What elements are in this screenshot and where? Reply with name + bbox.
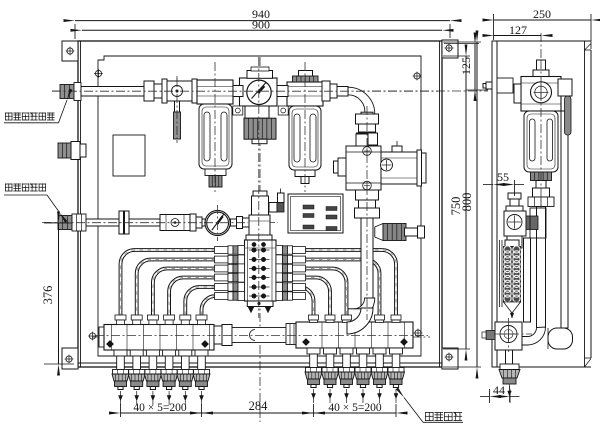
svg-text:800: 800	[460, 193, 474, 212]
svg-text:127: 127	[509, 23, 527, 37]
svg-text:44: 44	[493, 383, 505, 397]
svg-text:284: 284	[249, 399, 269, 413]
svg-text:55: 55	[497, 170, 509, 184]
svg-text:40 × 5=200: 40 × 5=200	[328, 402, 381, 414]
svg-text:40 × 5=200: 40 × 5=200	[133, 402, 186, 414]
svg-text:900: 900	[252, 18, 270, 32]
svg-text:750: 750	[449, 197, 463, 216]
svg-text:940: 940	[252, 7, 270, 21]
svg-text:376: 376	[41, 286, 55, 305]
svg-text:250: 250	[533, 7, 551, 21]
